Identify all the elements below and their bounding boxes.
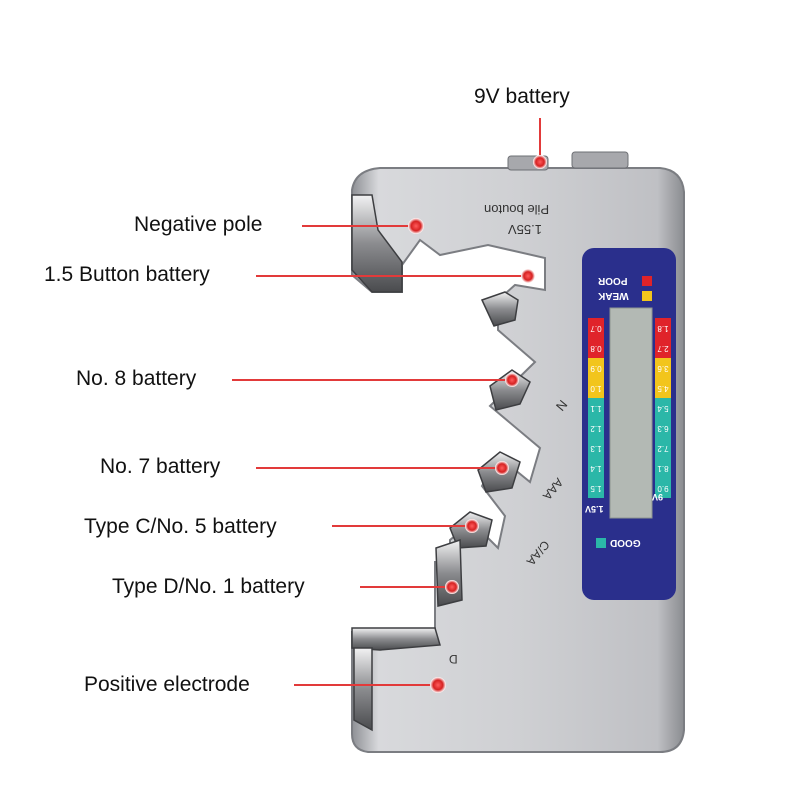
lcd-window <box>609 307 653 519</box>
right-voltage-scale: 1.8 2.7 3.6 4.5 5.4 6.3 7.2 8.1 9.0 <box>655 318 671 498</box>
left-scale-value: 1.1 <box>590 404 602 413</box>
right-scale-value: 2.7 <box>657 344 669 353</box>
label-button-battery: 1.5 Button battery <box>44 263 210 286</box>
left-scale-value: 1.4 <box>590 464 602 473</box>
left-scale-value: 1.0 <box>590 384 602 393</box>
legend-weak-text: WEAK <box>598 290 629 301</box>
left-voltage-scale: 0.7 0.8 0.9 1.0 1.1 1.2 1.3 1.4 1.5 <box>588 318 604 498</box>
left-scale-band <box>588 378 604 398</box>
poor-swatch <box>642 276 652 286</box>
weak-swatch <box>642 291 652 301</box>
left-scale-value: 0.9 <box>590 364 602 373</box>
label-type-c-battery: Type C/No. 5 battery <box>84 515 277 538</box>
right-scale-value: 5.4 <box>657 404 669 413</box>
label-no8-battery: No. 8 battery <box>76 367 197 390</box>
good-swatch <box>596 538 606 548</box>
left-scale-band <box>588 398 604 418</box>
label-no7-battery: No. 7 battery <box>100 455 221 478</box>
pile-bouton-text: Pile bouton <box>484 202 550 217</box>
slot-d-label: D <box>449 652 458 666</box>
legend-good-text: GOOD <box>610 537 641 548</box>
right-scale-band <box>655 438 671 458</box>
callout-dots <box>408 155 547 693</box>
left-scale-band <box>588 358 604 378</box>
left-scale-value: 0.8 <box>590 344 602 353</box>
left-scale-band <box>588 438 604 458</box>
right-scale-value: 6.3 <box>657 424 669 433</box>
right-scale-value: 4.5 <box>657 384 669 393</box>
left-scale-value: 1.5 <box>590 484 602 493</box>
left-scale-band <box>588 478 604 498</box>
right-scale-value: 3.6 <box>657 364 669 373</box>
left-scale-band <box>588 318 604 338</box>
right-scale-value: 1.8 <box>657 324 669 333</box>
left-scale-band <box>588 338 604 358</box>
left-scale-value: 1.2 <box>590 424 602 433</box>
right-scale-band <box>655 478 671 498</box>
right-scale-band <box>655 398 671 418</box>
right-scale-band <box>655 338 671 358</box>
legend-poor-text: POOR <box>598 275 628 286</box>
left-scale-unit: 1.5V <box>585 504 604 514</box>
button-voltage-text: 1.55V <box>508 222 542 237</box>
right-scale-band <box>655 378 671 398</box>
left-scale-value: 1.3 <box>590 444 602 453</box>
label-positive-electrode: Positive electrode <box>84 673 250 696</box>
label-negative-pole: Negative pole <box>134 213 263 236</box>
right-scale-value: 9.0 <box>657 484 669 493</box>
right-scale-value: 8.1 <box>657 464 669 473</box>
left-scale-band <box>588 418 604 438</box>
right-scale-unit: 9V <box>652 492 664 502</box>
right-scale-band <box>655 458 671 478</box>
right-scale-value: 7.2 <box>657 444 669 453</box>
label-9v-battery: 9V battery <box>474 85 570 108</box>
right-scale-band <box>655 418 671 438</box>
left-scale-value: 0.7 <box>590 324 602 333</box>
callout-lines <box>232 118 541 686</box>
label-type-d-battery: Type D/No. 1 battery <box>112 575 305 598</box>
right-scale-band <box>655 318 671 338</box>
right-scale-band <box>655 358 671 378</box>
left-scale-band <box>588 458 604 478</box>
